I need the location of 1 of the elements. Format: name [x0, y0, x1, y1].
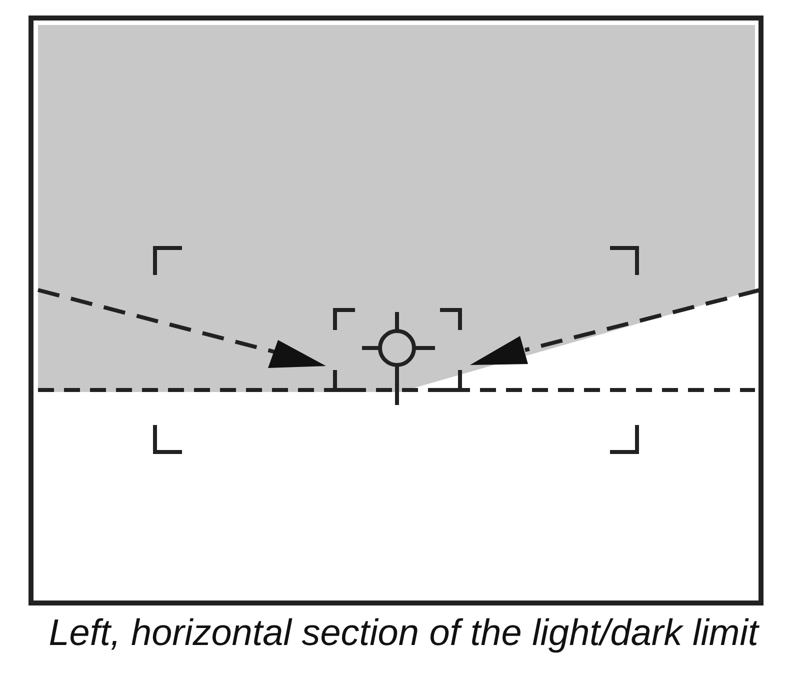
caption: Left, horizontal section of the light/dark limit [48, 612, 760, 654]
